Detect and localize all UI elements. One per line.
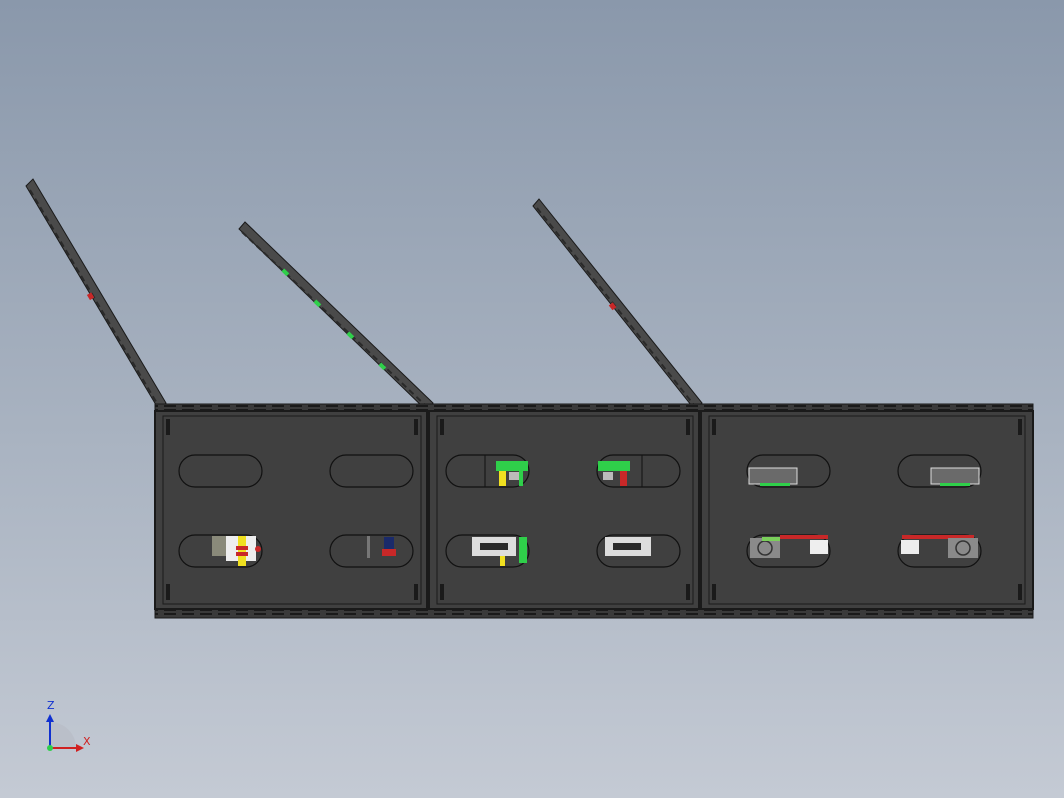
lid-2-green-marker-3 bbox=[346, 331, 355, 340]
top-rail-holes bbox=[155, 404, 1033, 412]
coordinate-triad bbox=[46, 714, 84, 752]
bay-3-slot-bottom-right[interactable] bbox=[897, 534, 982, 568]
triad-plane bbox=[50, 722, 76, 748]
bay-2-slot-top-right[interactable] bbox=[596, 454, 681, 488]
lid-2-green-marker-1 bbox=[281, 268, 290, 277]
bay-1-slot-top-left[interactable] bbox=[178, 454, 263, 488]
lid-1[interactable] bbox=[25, 178, 167, 411]
bay-1-slot-bottom-right[interactable] bbox=[329, 534, 414, 568]
lid-2-green-marker-4 bbox=[378, 362, 387, 371]
lid-1-red-marker bbox=[86, 292, 95, 301]
bay-2-slot-bottom-right[interactable] bbox=[596, 534, 681, 568]
triad-origin bbox=[47, 745, 53, 751]
bay-3-slot-top-right[interactable] bbox=[897, 454, 982, 488]
lid-2-green-marker-2 bbox=[313, 299, 322, 308]
bay-1-slot-bottom-left[interactable] bbox=[178, 534, 263, 568]
lid-3-red-marker bbox=[608, 302, 617, 311]
bay-2-slot-top-left[interactable] bbox=[445, 454, 530, 488]
bay-3-slot-top-left[interactable] bbox=[746, 454, 831, 488]
bay-1-slot-top-right[interactable] bbox=[329, 454, 414, 488]
enclosure[interactable] bbox=[154, 403, 1034, 619]
bay-3-slot-bottom-left[interactable] bbox=[746, 534, 831, 568]
bay-2-slot-bottom-left[interactable] bbox=[445, 534, 530, 568]
bottom-rail-holes bbox=[155, 610, 1033, 616]
lid-3[interactable] bbox=[532, 198, 703, 411]
x-axis-label: X bbox=[83, 735, 91, 748]
bay-1[interactable] bbox=[154, 410, 428, 610]
lid-2[interactable] bbox=[238, 221, 434, 411]
z-axis-label: Z bbox=[47, 699, 55, 712]
x-axis-arrowhead bbox=[76, 744, 84, 752]
z-axis-arrowhead bbox=[46, 714, 54, 722]
bay-2[interactable] bbox=[428, 410, 700, 610]
bay-3[interactable] bbox=[700, 410, 1034, 610]
